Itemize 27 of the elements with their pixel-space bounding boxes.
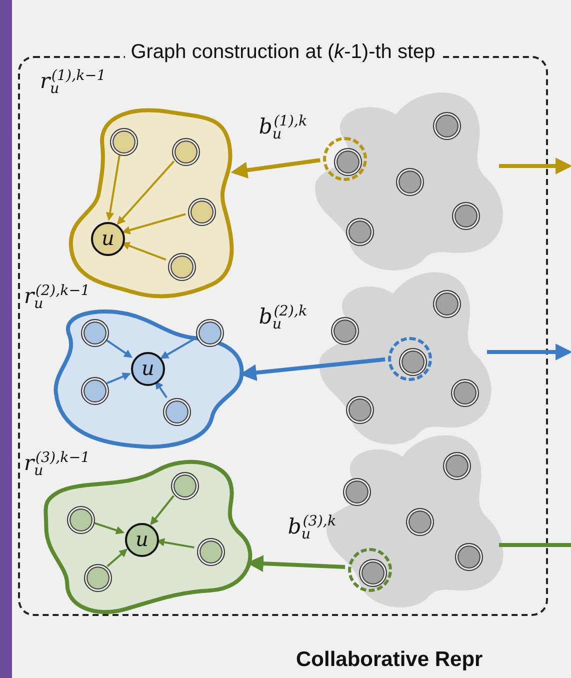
arrow [104,338,132,358]
arrow [155,380,168,398]
arrow [230,158,320,178]
arrow [121,242,166,261]
graph-node [196,319,224,347]
graph-node [343,478,371,506]
graph-node [331,317,359,345]
arrow [246,555,346,572]
arrow [240,357,386,381]
arrow [106,548,128,567]
subgraph-blob [24,450,254,613]
section-heading: Collaborative Repr [296,648,483,672]
arrow [160,338,196,359]
arrow [92,522,124,534]
subgraph-blob [24,283,246,451]
selected-node [348,548,392,592]
selected-node [388,337,432,381]
arrow [122,213,186,234]
arrow [116,160,175,225]
arrow [106,154,121,221]
arrow [499,158,571,174]
frame-title: Graph construction at (k-1)-th step [124,41,442,64]
arrow [487,344,571,360]
arrow [106,372,131,384]
selected-node [323,137,367,181]
arrow [156,538,194,548]
arrow [150,495,174,526]
